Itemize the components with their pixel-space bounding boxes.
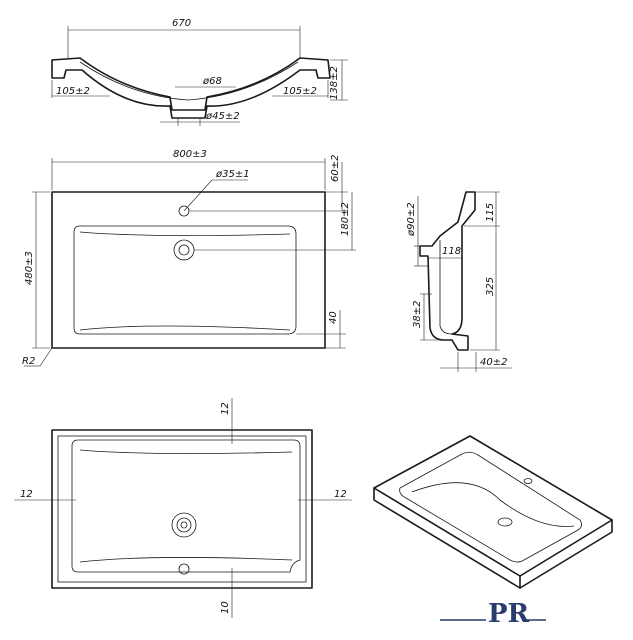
dim-right-rim: 105±2 — [283, 86, 317, 97]
bottom-drain-mid — [176, 517, 192, 533]
side-section-view: 115 325 ø90±2 118 38±2 40±2 — [406, 191, 512, 372]
bottom-view: 12 12 12 10 — [14, 398, 352, 618]
dim-front-margin: 40 — [328, 311, 339, 324]
bottom-outline — [51, 429, 313, 589]
iso-top-face — [373, 435, 613, 577]
dim-section-outlet-offset: 40±2 — [480, 357, 507, 368]
plan-bowl-outline — [73, 225, 297, 335]
bottom-drain-inner — [180, 521, 188, 529]
side-profile-outline — [419, 191, 476, 351]
dim-section-bowl: 118 — [442, 246, 461, 257]
isometric-view — [373, 435, 613, 589]
top-section-view: 670 105±2 105±2 138±2 ø68 ø45±2 — [51, 18, 348, 126]
dim-left-rim: 105±2 — [56, 86, 90, 97]
iso-drain — [497, 517, 513, 527]
plan-outline — [51, 191, 326, 349]
basin-inner-curve — [79, 61, 299, 101]
plan-view: 800±3 480±3 ø35±1 60±2 180±2 40 R2 — [22, 149, 356, 367]
dim-drain-dia: ø68 — [202, 76, 222, 87]
dim-bottom-top: 12 — [220, 402, 231, 415]
faucet-hole — [178, 205, 190, 217]
drain-outer — [173, 239, 195, 261]
dim-faucet-hole: ø35±1 — [215, 169, 250, 180]
basin-profile-outline — [51, 57, 331, 119]
dim-top-height: 138±2 — [329, 66, 340, 100]
dim-section-top: 115 — [485, 203, 496, 222]
dim-bottom-left: 12 — [20, 489, 33, 500]
drain-inner — [178, 244, 190, 256]
dim-corner-radius: R2 — [22, 356, 35, 367]
dim-bottom-bottom: 10 — [220, 601, 231, 614]
dim-section-full: 325 — [485, 277, 496, 296]
bottom-drain-outer — [171, 512, 197, 538]
dim-plan-depth: 480±3 — [24, 251, 35, 285]
dim-section-drain: ø90±2 — [406, 202, 417, 237]
iso-faucet-hole — [523, 478, 533, 484]
brand-logo: PR — [440, 599, 546, 629]
dim-outlet-dia: ø45±2 — [205, 111, 240, 122]
dim-plan-width: 800±3 — [173, 149, 207, 160]
dim-drain-offset: 180±2 — [340, 202, 351, 236]
dim-top-width: 670 — [172, 18, 191, 29]
bottom-faucet-hole — [178, 563, 190, 575]
bottom-bowl-outline — [71, 439, 301, 573]
dim-section-outlet: 38±2 — [412, 301, 423, 328]
iso-bowl-outline — [399, 451, 582, 563]
dim-bottom-right: 12 — [334, 489, 347, 500]
logo-text: PR — [488, 599, 530, 629]
dim-faucet-offset: 60±2 — [330, 155, 341, 182]
